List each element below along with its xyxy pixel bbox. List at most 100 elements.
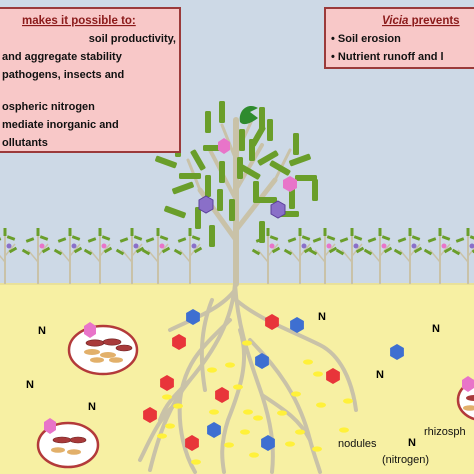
crop-leaf xyxy=(413,246,423,254)
crop-leaf xyxy=(191,235,201,241)
nodule-dot xyxy=(225,362,235,368)
nodule-dot xyxy=(157,433,167,439)
nodule-dot xyxy=(339,427,349,433)
crop-leaf xyxy=(393,248,403,256)
crop-leaf xyxy=(156,228,160,236)
crop-leaf xyxy=(378,228,382,236)
crop-leaf xyxy=(269,235,279,241)
crop-leaf xyxy=(41,246,51,254)
crop-leaf xyxy=(308,248,318,256)
crop-leaf xyxy=(323,228,327,236)
crop-leaf xyxy=(103,246,113,254)
bud-icon xyxy=(239,105,258,125)
crop-leaf xyxy=(466,228,470,236)
nodule-dot xyxy=(303,359,313,365)
blue-hexagon-icon xyxy=(290,317,304,333)
crop-leaf xyxy=(298,228,302,236)
nodule-dot xyxy=(249,452,259,458)
crop-leaf xyxy=(36,228,40,236)
crop-flower-icon xyxy=(326,243,332,249)
crop-leaf xyxy=(115,248,125,256)
crop-leaf xyxy=(133,235,143,241)
nitrogen-labels: N N N N N N N xyxy=(26,311,440,449)
flower-pink-icon xyxy=(283,176,297,192)
vicia-leaves xyxy=(155,101,318,247)
crop-flower-icon xyxy=(101,243,107,249)
crop-leaf xyxy=(335,248,345,256)
vicia-leaf xyxy=(205,175,211,197)
crop-flower-icon xyxy=(133,243,139,249)
red-hexagon-icon xyxy=(160,375,174,391)
crop-branch xyxy=(89,249,101,263)
vicia-leaf xyxy=(179,173,201,179)
vicia-leaf xyxy=(259,221,265,243)
blue-hexagon-icon xyxy=(261,435,275,451)
prevents-item: • Nutrient runoff and l xyxy=(331,51,444,63)
vicia-leaf xyxy=(195,207,201,229)
vicia-leaf xyxy=(172,181,194,195)
nitrogen-symbol: N xyxy=(376,369,384,381)
nodule-dot xyxy=(173,403,183,409)
crop-leaf xyxy=(251,248,261,256)
prevents-title-italic: Vicia xyxy=(382,15,409,27)
nodule-dot xyxy=(313,371,323,377)
nodule-dot xyxy=(285,441,295,447)
crop-leaf xyxy=(381,235,391,241)
crop-leaf xyxy=(408,228,412,236)
crop-leaf xyxy=(353,235,363,241)
crop-leaf xyxy=(411,235,421,241)
nitrogen-symbol: N xyxy=(408,437,416,449)
crop-leaf xyxy=(355,246,365,254)
crop-leaf xyxy=(328,246,338,254)
nitrogen-symbol: N xyxy=(318,311,326,323)
vicia-leaf xyxy=(312,179,318,201)
benefits-line: ospheric nitrogen xyxy=(2,101,95,113)
nodule-dot xyxy=(277,410,287,416)
crop-leaf xyxy=(39,235,49,241)
vicia-leaf xyxy=(293,133,299,155)
vicia-leaf xyxy=(295,175,317,181)
crop-leaf xyxy=(98,228,102,236)
crop-branch xyxy=(121,249,133,263)
crop-branch xyxy=(59,249,71,263)
crop-branch xyxy=(289,249,301,263)
rhizosphere-cluster-2 xyxy=(36,418,100,469)
crop-leaf xyxy=(177,237,187,243)
benefits-line: pathogens, insects and xyxy=(2,69,124,81)
crop-leaf xyxy=(443,246,453,254)
crop-leaf xyxy=(266,228,270,236)
crop-branch xyxy=(399,249,411,263)
vicia-leaf xyxy=(229,199,235,221)
crop-leaf xyxy=(73,246,83,254)
crop-branch xyxy=(0,254,6,263)
crop-leaf xyxy=(87,237,97,243)
flower-purple-icon xyxy=(198,195,214,214)
crop-flower-icon xyxy=(159,243,165,249)
crop-leaf xyxy=(193,246,203,254)
crop-leaf xyxy=(57,237,67,243)
vicia-leaf xyxy=(155,155,177,169)
nodule-dot xyxy=(242,340,252,346)
blue-hexagon-icon xyxy=(255,353,269,369)
crop-leaf xyxy=(455,237,465,243)
crop-leaf xyxy=(145,237,155,243)
crop-leaf xyxy=(312,237,322,243)
crop-branch xyxy=(369,249,381,263)
blue-hexagon-icon xyxy=(186,309,200,325)
vicia-leaf xyxy=(217,189,223,211)
crop-leaf xyxy=(350,228,354,236)
vicia-leaf xyxy=(257,150,279,166)
crop-leaf xyxy=(367,237,377,243)
vicia-leaf xyxy=(267,119,273,141)
rhizosphere-cluster-1 xyxy=(67,322,139,376)
vicia-leaf xyxy=(164,205,186,219)
crop-leaf xyxy=(83,248,93,256)
crop-leaf xyxy=(397,237,407,243)
crop-leaf xyxy=(283,248,293,256)
benefits-box-frame xyxy=(0,7,181,153)
crop-leaf xyxy=(438,228,442,236)
crop-leaf xyxy=(3,228,7,236)
vicia-leaf xyxy=(269,160,291,176)
crop-leaf xyxy=(427,237,437,243)
